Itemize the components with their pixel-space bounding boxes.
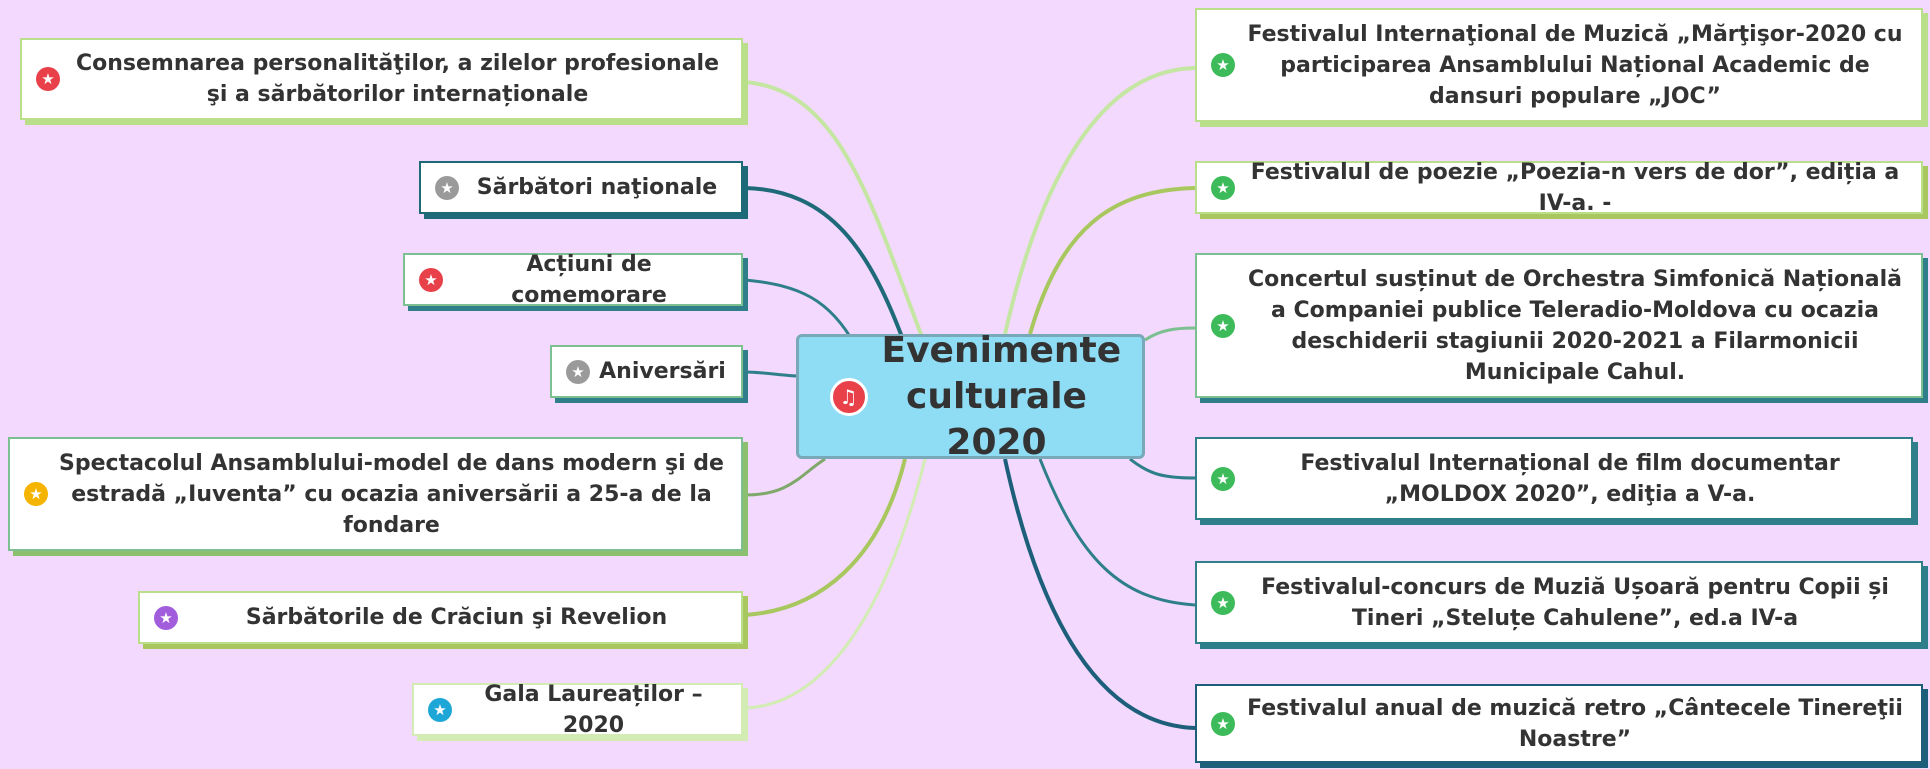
topic-festival-martisor[interactable]: ★ Festivalul Internaţional de Muzică „Mă… (1195, 8, 1923, 122)
star-icon: ★ (154, 605, 178, 630)
connector-right-2 (1028, 186, 1196, 335)
topic-aniversari[interactable]: ★ Aniversări (550, 345, 743, 398)
topic-label: Concertul susținut de Orchestra Simfonic… (1247, 266, 1903, 385)
connector-left-7 (744, 458, 927, 710)
topic-label: Festivalul Internaţional de Muzică „Mărţ… (1247, 21, 1903, 109)
connector-left-1 (744, 80, 927, 346)
star-icon: ★ (428, 697, 452, 722)
topic-label: Aniversări (599, 359, 726, 384)
connector-left-2 (744, 186, 907, 346)
connector-right-6 (1003, 458, 1196, 730)
star-icon: ★ (435, 175, 459, 200)
central-topic-title: Evenimente culturale 2020 (881, 329, 1122, 463)
music-icon: ♫ (829, 377, 868, 416)
star-icon: ★ (1211, 53, 1235, 77)
connector-left-3 (744, 278, 857, 346)
star-icon: ★ (566, 359, 590, 384)
connector-left-4 (744, 370, 797, 378)
topic-festival-poezie[interactable]: ★ Festivalul de poezie „Poezia-n vers de… (1195, 160, 1923, 216)
topic-festival-retro[interactable]: ★ Festivalul anual de muzică retro „Cânt… (1195, 684, 1923, 763)
star-icon: ★ (1211, 590, 1235, 615)
topic-craciun-revelion[interactable]: ★ Sărbătorile de Crăciun şi Revelion (138, 591, 743, 644)
topic-label: Consemnarea personalităţilor, a zilelor … (75, 51, 720, 107)
connector-right-4 (1129, 457, 1196, 480)
star-icon: ★ (36, 67, 60, 91)
topic-label: Sărbătorile de Crăciun şi Revelion (245, 605, 668, 630)
topic-spectacolul-iuventa[interactable]: ★ Spectacolul Ansamblului-model de dans … (8, 437, 743, 551)
topic-label: Acțiuni de comemorare (511, 251, 667, 308)
connector-left-5 (744, 457, 826, 497)
star-icon: ★ (1211, 711, 1235, 736)
topic-consemnarea[interactable]: ★ Consemnarea personalităţilor, a zilelo… (20, 38, 743, 120)
topic-festival-stelute[interactable]: ★ Festivalul-concurs de Muziă Ușoară pen… (1195, 561, 1923, 644)
topic-concert-orchestra[interactable]: ★ Concertul susținut de Orchestra Simfon… (1195, 253, 1923, 398)
star-icon: ★ (1211, 175, 1235, 200)
topic-label: Festivalul anual de muzică retro „Cântec… (1247, 695, 1903, 752)
topic-label: Spectacolul Ansamblului-model de dans mo… (59, 450, 724, 538)
connector-left-6 (744, 458, 907, 617)
topic-label: Festivalul-concurs de Muziă Ușoară pentr… (1261, 574, 1889, 631)
topic-festival-moldox[interactable]: ★ Festivalul Internațional de film docum… (1195, 437, 1913, 520)
star-icon: ★ (419, 267, 443, 292)
connector-right-1 (1003, 66, 1196, 335)
star-icon: ★ (1211, 313, 1235, 338)
topic-label: Festivalul de poezie „Poezia-n vers de d… (1250, 159, 1900, 216)
connector-right-5 (1038, 458, 1196, 607)
connector-right-3 (1144, 326, 1196, 342)
star-icon: ★ (24, 482, 48, 506)
topic-actiuni-comemorare[interactable]: ★ Acțiuni de comemorare (403, 252, 743, 308)
central-topic[interactable]: ♫ Evenimente culturale 2020 (796, 330, 1145, 463)
topic-sarbatori-nationale[interactable]: ★ Sărbători naţionale (419, 161, 743, 214)
topic-label: Festivalul Internațional de film documen… (1300, 450, 1840, 507)
topic-label: Gala Laureaților – 2020 (484, 681, 703, 738)
topic-label: Sărbători naţionale (476, 175, 718, 200)
topic-gala-laureatilor[interactable]: ★ Gala Laureaților – 2020 (412, 682, 743, 738)
star-icon: ★ (1211, 466, 1235, 491)
